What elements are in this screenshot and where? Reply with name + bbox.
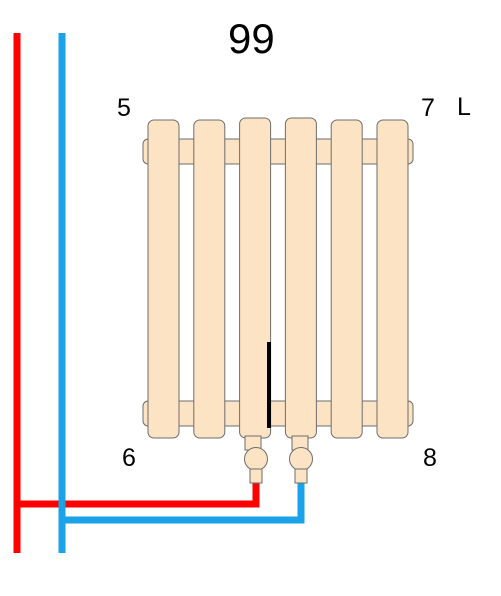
radiator-section bbox=[330, 119, 363, 439]
supply-pipe-red bbox=[13, 33, 260, 553]
radiator-section bbox=[284, 117, 317, 439]
side-label: L bbox=[457, 93, 471, 121]
return-valve-outlet bbox=[294, 468, 308, 484]
return-pipe-blue bbox=[58, 33, 305, 553]
bottom-manifold bbox=[142, 400, 414, 427]
radiator-sections bbox=[147, 117, 409, 439]
radiator-section bbox=[147, 119, 180, 439]
corner-label-bottom-right: 8 bbox=[423, 444, 437, 472]
corner-label-top-right: 7 bbox=[421, 94, 435, 122]
supply-valve-body bbox=[244, 447, 268, 471]
return-valve bbox=[289, 435, 313, 484]
radiator-section bbox=[376, 119, 409, 439]
pipes bbox=[13, 33, 305, 553]
thermostatic-sensor-rod bbox=[267, 342, 271, 428]
return-valve-body bbox=[289, 447, 313, 471]
radiator-section bbox=[193, 119, 226, 439]
diagram-title: 99 bbox=[228, 15, 275, 62]
radiator-section bbox=[239, 117, 272, 439]
supply-valve bbox=[244, 435, 268, 484]
top-manifold bbox=[142, 138, 414, 165]
corner-label-top-left: 5 bbox=[117, 94, 131, 122]
supply-valve-outlet bbox=[249, 468, 263, 484]
radiator bbox=[142, 117, 414, 439]
connection-valves bbox=[244, 435, 313, 484]
corner-label-bottom-left: 6 bbox=[122, 444, 136, 472]
